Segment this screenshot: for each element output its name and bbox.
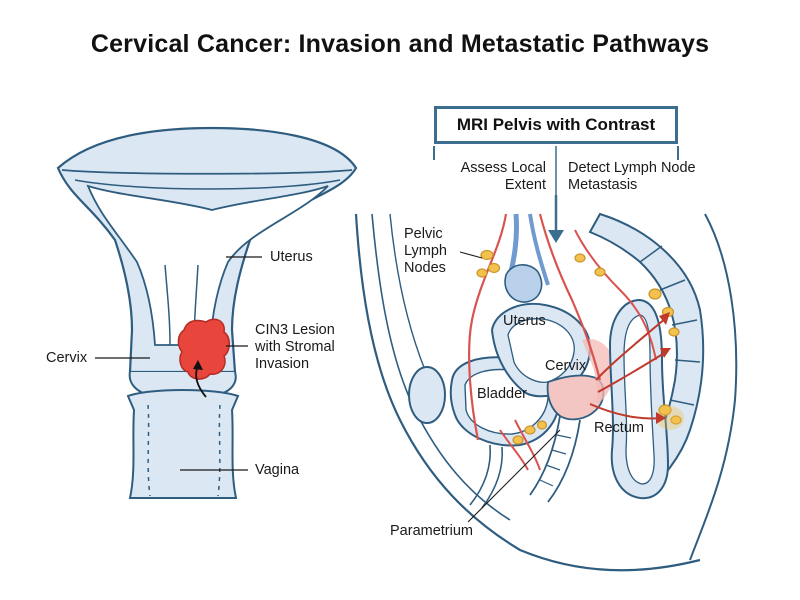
- label-cin3-lesion: CIN3 Lesion with Stromal Invasion: [255, 322, 335, 372]
- lymph-node: [574, 253, 586, 263]
- lymph-node: [594, 267, 606, 277]
- abdominal-layer: [389, 213, 426, 371]
- vagina-tube: [126, 389, 240, 499]
- metastasis-arrow-middle: [597, 351, 667, 393]
- metastasis-arrow-upper: [595, 317, 667, 381]
- arrowhead-lower: [656, 412, 666, 424]
- arrowhead-middle: [660, 348, 671, 358]
- mri-pelvis-box: MRI Pelvis with Contrast: [434, 106, 678, 144]
- vessel-red-1: [468, 213, 508, 441]
- label-uterus-right: Uterus: [503, 313, 546, 329]
- page-title: Cervical Cancer: Invasion and Metastatic…: [90, 30, 710, 58]
- pubic-bone: [408, 366, 446, 424]
- lymph-node: [487, 262, 501, 274]
- vessel-red-3: [574, 229, 657, 361]
- leader-parametrium: [467, 429, 561, 523]
- label-vagina: Vagina: [255, 462, 300, 478]
- label-rectum: Rectum: [594, 420, 644, 436]
- node-metastasis-halo: [656, 406, 684, 430]
- lymph-node: [668, 327, 680, 337]
- vagina-right: [529, 415, 581, 503]
- label-bladder: Bladder: [477, 386, 527, 402]
- lymph-node: [480, 249, 494, 261]
- leader-pelvic-nodes: [459, 251, 483, 259]
- mri-down-arrowhead: [548, 230, 564, 243]
- ovary: [504, 264, 543, 303]
- lymph-node-group: [476, 249, 682, 445]
- label-detect-lymph-node-metastasis: Detect Lymph Node Metastasis: [568, 160, 696, 193]
- body-outline-front: [354, 213, 701, 572]
- metastasis-arrow-lower: [589, 403, 661, 420]
- vessel-red-4: [499, 419, 541, 471]
- rectal-lumen: [623, 314, 655, 485]
- uterus-fundus-band: [61, 169, 353, 175]
- label-parametrium: Parametrium: [390, 523, 473, 539]
- lymph-node: [512, 435, 524, 445]
- label-assess-local-extent: Assess Local Extent: [460, 160, 546, 193]
- sacral-segments: [639, 245, 701, 406]
- lymph-node: [536, 420, 548, 430]
- arrowhead-upper: [659, 312, 670, 325]
- cervix-right: [546, 374, 605, 421]
- label-cervix-right: Cervix: [545, 358, 587, 374]
- uterine-cavity: [86, 184, 329, 346]
- label-cervix-left: Cervix: [46, 350, 88, 366]
- vagina-wall-inner: [147, 404, 221, 497]
- uterus-fundus-band-inner: [74, 179, 341, 190]
- metastatic-arrows: [589, 317, 667, 420]
- cin3-lesion: [177, 318, 230, 380]
- label-uterus-left: Uterus: [270, 249, 313, 265]
- vessel-red-2: [538, 213, 602, 381]
- vessel-blue-2: [528, 213, 550, 286]
- lymph-node: [658, 404, 672, 416]
- lymph-node: [476, 268, 488, 278]
- lymph-node: [648, 288, 662, 300]
- label-pelvic-lymph-nodes: Pelvic Lymph Nodes: [404, 226, 447, 276]
- lymph-node: [524, 425, 536, 435]
- posterior-body-outline: [689, 213, 738, 561]
- vaginal-rugae: [539, 434, 572, 487]
- lymph-node: [670, 415, 682, 425]
- lesion-arrowhead: [193, 360, 203, 370]
- urethra: [469, 444, 504, 509]
- mri-box-label: MRI Pelvis with Contrast: [456, 115, 656, 134]
- uterus-right-cavity: [507, 318, 575, 383]
